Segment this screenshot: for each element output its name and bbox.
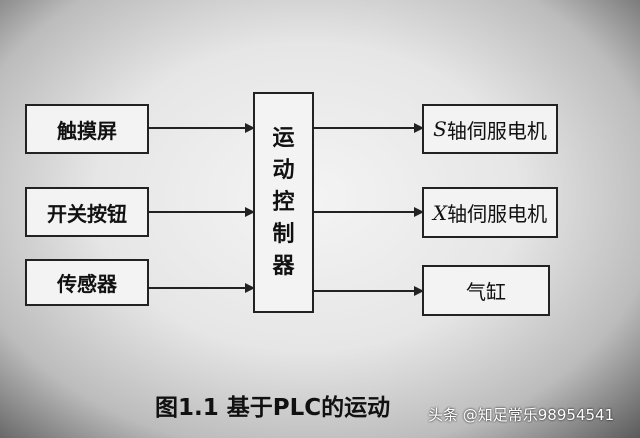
input-touchscreen: 触摸屏 [25,104,149,154]
arrow-switch [149,207,255,217]
input-label: 开关按钮 [47,201,127,226]
arrow-s-servo [314,123,424,133]
controller-char: 制 [272,221,295,247]
arrow-touchscreen [149,123,255,133]
controller-char: 动 [272,157,295,183]
axis-prefix: S [433,117,447,141]
output-cylinder: 气缸 [422,265,550,316]
output-label: 气缸 [466,280,506,304]
figure-caption: 图1.1 基于PLC的运动 [155,395,391,421]
output-label: 轴伺服电机 [446,118,547,143]
input-label: 触摸屏 [57,118,117,143]
axis-prefix: X [432,200,448,225]
arrow-cylinder [314,286,424,296]
output-label: 轴伺服电机 [447,202,548,226]
motion-controller: 运 动 控 制 器 [253,92,314,313]
controller-char: 控 [272,189,295,215]
input-label: 传感器 [57,272,117,296]
controller-char: 运 [272,125,295,151]
arrow-sensor [149,283,255,293]
input-switch-button: 开关按钮 [25,187,149,237]
input-sensor: 传感器 [25,259,149,306]
controller-char: 器 [272,253,295,279]
watermark: 头条 @知足常乐98954541 [428,406,615,424]
arrow-x-servo [314,207,424,217]
